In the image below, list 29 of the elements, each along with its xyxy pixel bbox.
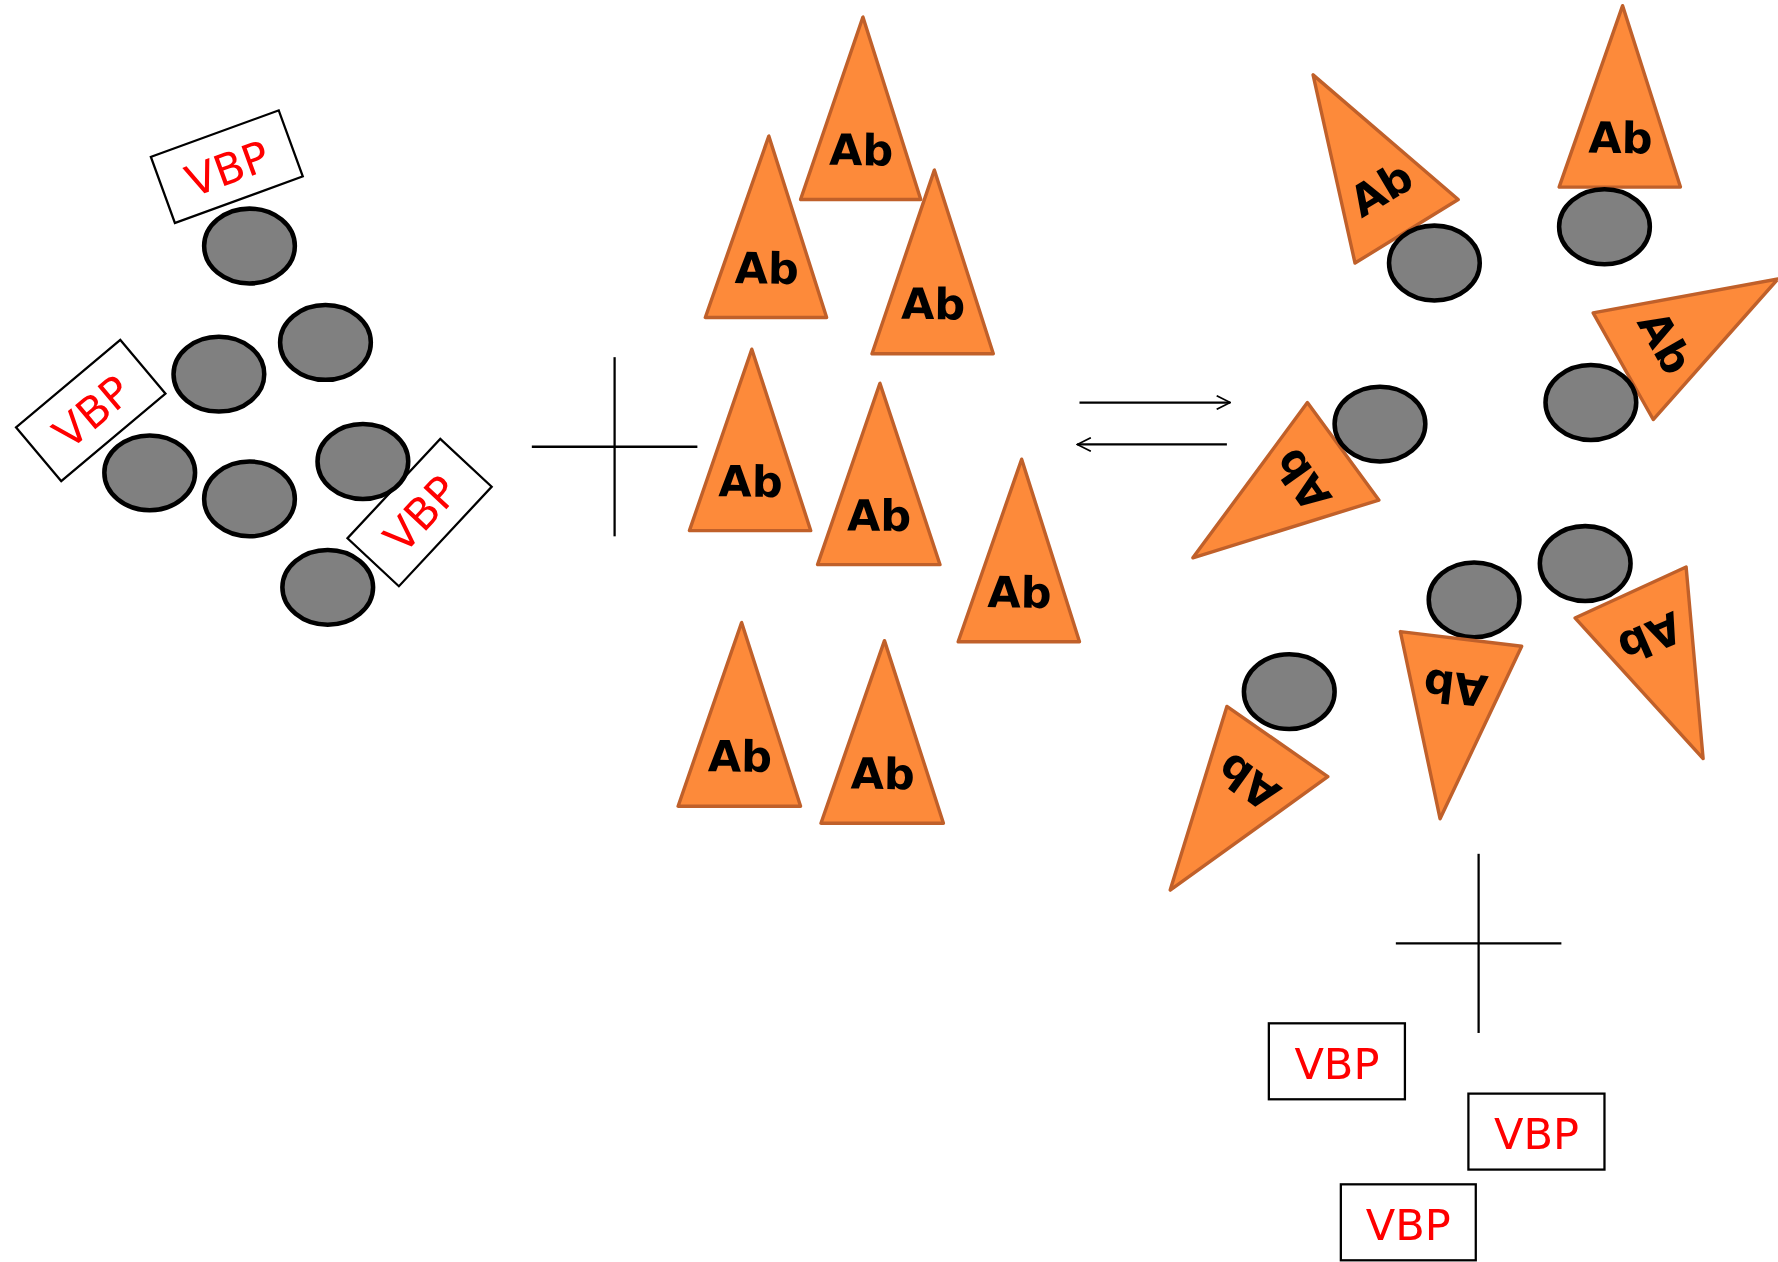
antibody-triangle: Ab [956,457,1082,644]
antibody-triangle: Ab [703,134,829,320]
antibody-triangle: Ab [1311,73,1460,265]
antibody-triangle: Ab [676,620,803,808]
antibody-triangle: Ab [687,347,813,533]
antibody-triangle: Ab [1573,565,1705,761]
antibody-triangle: Ab [870,168,996,356]
antibody-triangle: Ab [1191,400,1381,560]
antibody-triangle: Ab [798,15,923,202]
protein-box: VBP [1267,1022,1407,1101]
circle-particle [171,334,267,414]
antibody-triangle: Ab [1398,629,1524,821]
protein-box: VBP [1467,1092,1606,1171]
circle-particle [280,547,376,628]
antibody-triangle: Ab [819,638,946,825]
circle-particle [1332,384,1428,464]
circle-particle [1556,187,1653,267]
circle-particle [201,206,298,286]
protein-box: VBP [1339,1183,1477,1262]
circle-particle [1241,651,1337,732]
antibody-triangle: Ab [1557,3,1683,189]
circle-particle [1537,523,1633,604]
circle-particle [201,459,298,539]
circle-particle [277,302,374,383]
circle-particle [1386,223,1482,303]
circle-particle [1426,560,1522,640]
antibody-triangle: Ab [1591,277,1778,422]
antibody-triangle: Ab [815,381,942,567]
antibody-triangle: Ab [1168,704,1330,892]
